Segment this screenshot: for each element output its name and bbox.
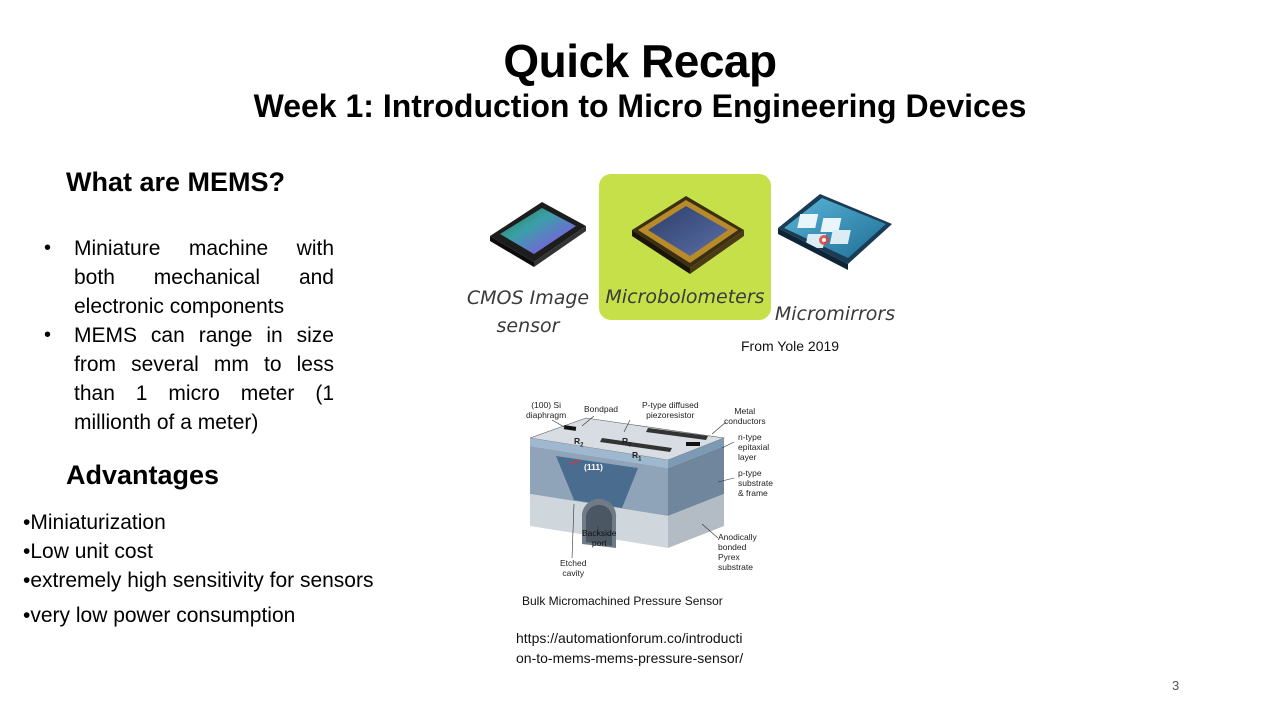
- advantages-heading: Advantages: [66, 460, 220, 490]
- advantage-item: •Low unit cost: [23, 540, 153, 563]
- cmos-label-line1: CMOS Image: [466, 287, 590, 309]
- advantage-item: •extremely high sensitivity for sensors: [23, 569, 374, 592]
- microbolometer-chip: [632, 196, 744, 274]
- mems-bullet: MEMS can range in size from several mm t…: [40, 321, 334, 437]
- slide-subtitle: Week 1: Introduction to Micro Engineerin…: [253, 88, 1027, 124]
- advantage-item: •Miniaturization: [23, 511, 166, 534]
- source-link-line1[interactable]: https://automationforum.co/introducti: [516, 630, 743, 646]
- micromirror-label: Micromirrors: [774, 303, 896, 325]
- mems-heading: What are MEMS?: [66, 167, 286, 197]
- microbolometer-label: Microbolometers: [605, 286, 765, 308]
- advantages-list: •Miniaturization •Low unit cost •extreme…: [23, 508, 373, 630]
- pressure-sensor-diagram: [529, 415, 735, 559]
- mems-bullet: Miniature machine with both mechanical a…: [40, 234, 334, 321]
- yole-credit: From Yole 2019: [741, 338, 840, 354]
- cmos-label: CMOS Image sensor: [460, 284, 596, 340]
- source-link[interactable]: https://automationforum.co/introducti on…: [516, 628, 743, 668]
- page-number: 3: [1172, 678, 1180, 693]
- pressure-sensor-caption: Bulk Micromachined Pressure Sensor: [522, 594, 723, 608]
- micromirror-chip: [778, 194, 892, 270]
- slide-title: Quick Recap: [503, 35, 777, 87]
- yole-device-figure: CMOS Image sensor Microbolometers Microm…: [460, 168, 910, 368]
- cmos-label-line2: sensor: [496, 315, 560, 337]
- mems-bullet-list: Miniature machine with both mechanical a…: [40, 234, 334, 437]
- resistor-label: R1: [632, 450, 642, 463]
- source-link-line2[interactable]: on-to-mems-mems-pressure-sensor/: [516, 650, 744, 666]
- advantage-item: •very low power consumption: [23, 604, 296, 627]
- cmos-sensor-chip: [490, 202, 586, 267]
- device-illustrations: [490, 194, 892, 274]
- callout-111-plane: (111): [584, 462, 603, 472]
- resistor-label: R2: [574, 436, 584, 449]
- callout-bondpad: Bondpad: [584, 404, 619, 414]
- resistor-label: R3: [622, 436, 632, 449]
